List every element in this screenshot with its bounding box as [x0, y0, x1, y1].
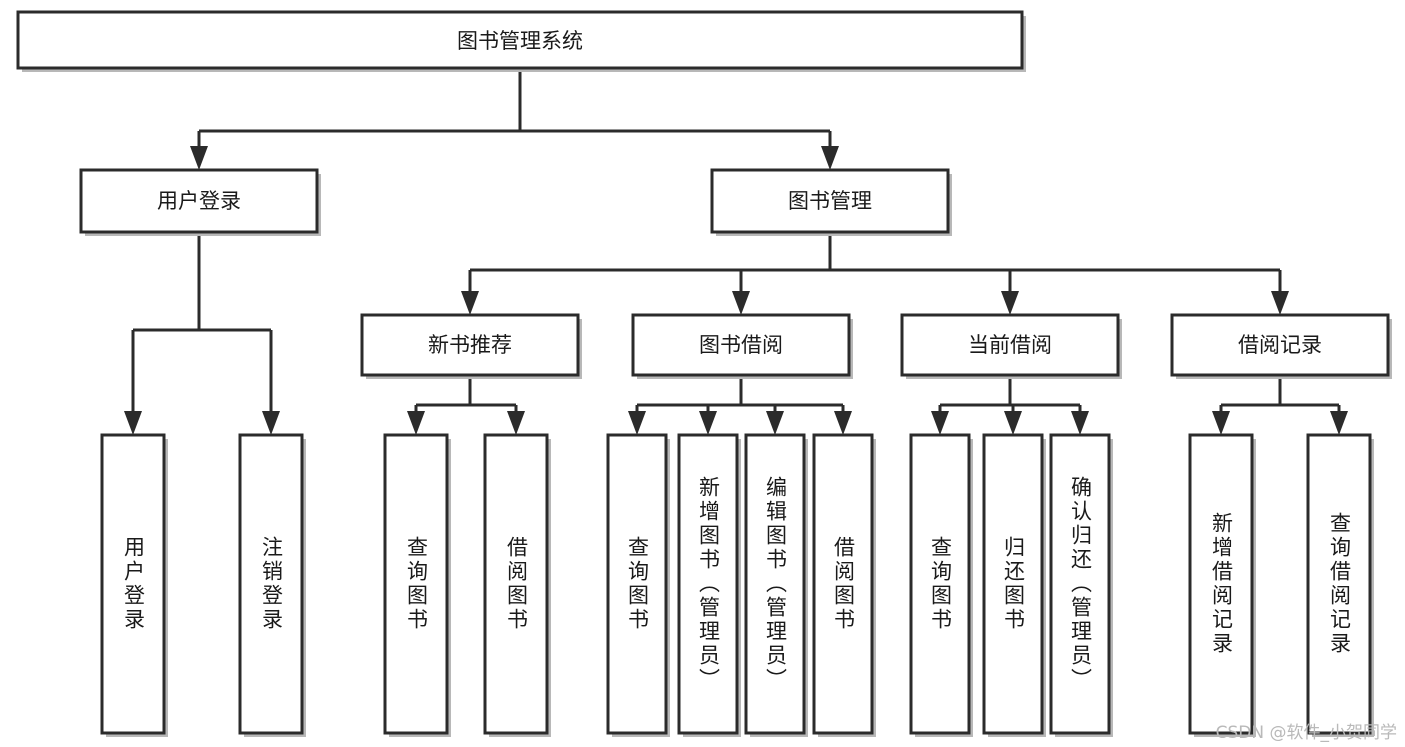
leaf-box-query-book-1[interactable]: [383, 433, 449, 735]
leaf-box-borrow-book-1[interactable]: [483, 433, 549, 735]
leaf-box-confirm-return[interactable]: [1049, 433, 1111, 735]
leaf-box-add-book[interactable]: [677, 433, 739, 735]
arrow-head-book-manage: [821, 146, 839, 170]
arrow-head-new-book: [461, 291, 479, 315]
arrow-head-leaf-add-record: [1212, 411, 1230, 435]
leaf-box-return-book[interactable]: [982, 433, 1044, 735]
new-book-recommend-box[interactable]: [360, 313, 580, 377]
leaf-box-layer: [100, 433, 1374, 737]
node-borrow-record[interactable]: 借阅记录: [1170, 313, 1392, 379]
arrow-head-leaf-borrow-book-2: [834, 411, 852, 435]
arrow-head-leaf-return-book: [1004, 411, 1022, 435]
leaf-box-add-record[interactable]: [1188, 433, 1254, 735]
arrow-head-book-borrow: [732, 291, 750, 315]
arrow-head-leaf-query-record: [1330, 411, 1348, 435]
borrow-record-box[interactable]: [1170, 313, 1390, 377]
arrow-head-leaf-logout: [262, 411, 280, 435]
new-book-recommend-label: 新书推荐: [428, 333, 512, 357]
book-borrow-label: 图书借阅: [699, 333, 783, 357]
arrow-head-leaf-user-login: [124, 411, 142, 435]
arrow-head-leaf-query-book-2: [628, 411, 646, 435]
book-manage-label: 图书管理: [788, 189, 872, 213]
arrow-head-leaf-edit-book: [766, 411, 784, 435]
leaf-box-query-book-3[interactable]: [909, 433, 971, 735]
node-book-manage[interactable]: 图书管理: [710, 168, 952, 236]
leaf-box-query-book-2[interactable]: [606, 433, 668, 735]
csdn-watermark: CSDN @软件_小贺同学: [1215, 723, 1397, 743]
leaf-box-edit-book[interactable]: [744, 433, 806, 735]
root-box[interactable]: [16, 10, 1024, 70]
arrow-head-leaf-query-book-1: [407, 411, 425, 435]
root-label: 图书管理系统: [457, 29, 583, 53]
arrow-head-current-borrow: [1001, 291, 1019, 315]
node-user-login[interactable]: 用户登录: [79, 168, 321, 236]
leaf-box-query-record[interactable]: [1306, 433, 1372, 735]
arrow-head-leaf-borrow-book-1: [507, 411, 525, 435]
arrow-head-user-login: [190, 146, 208, 170]
leaf-box-user-login[interactable]: [100, 433, 166, 735]
node-book-borrow[interactable]: 图书借阅: [631, 313, 853, 379]
node-new-book-recommend[interactable]: 新书推荐: [360, 313, 582, 379]
leaf-box-borrow-book-2[interactable]: [812, 433, 874, 735]
borrow-record-label: 借阅记录: [1238, 333, 1322, 357]
current-borrow-label: 当前借阅: [968, 333, 1052, 357]
arrow-head-leaf-add-book: [699, 411, 717, 435]
book-borrow-box[interactable]: [631, 313, 851, 377]
node-current-borrow[interactable]: 当前借阅: [900, 313, 1122, 379]
node-root[interactable]: 图书管理系统: [16, 10, 1026, 72]
arrow-head-leaf-confirm-return: [1071, 411, 1089, 435]
arrow-head-borrow-record: [1271, 291, 1289, 315]
book-manage-box[interactable]: [710, 168, 950, 234]
leaf-box-logout[interactable]: [238, 433, 304, 735]
user-login-label: 用户登录: [157, 189, 241, 213]
connector-layer: [124, 68, 1348, 435]
arrow-head-leaf-query-book-3: [931, 411, 949, 435]
current-borrow-box[interactable]: [900, 313, 1120, 377]
user-login-box[interactable]: [79, 168, 319, 234]
